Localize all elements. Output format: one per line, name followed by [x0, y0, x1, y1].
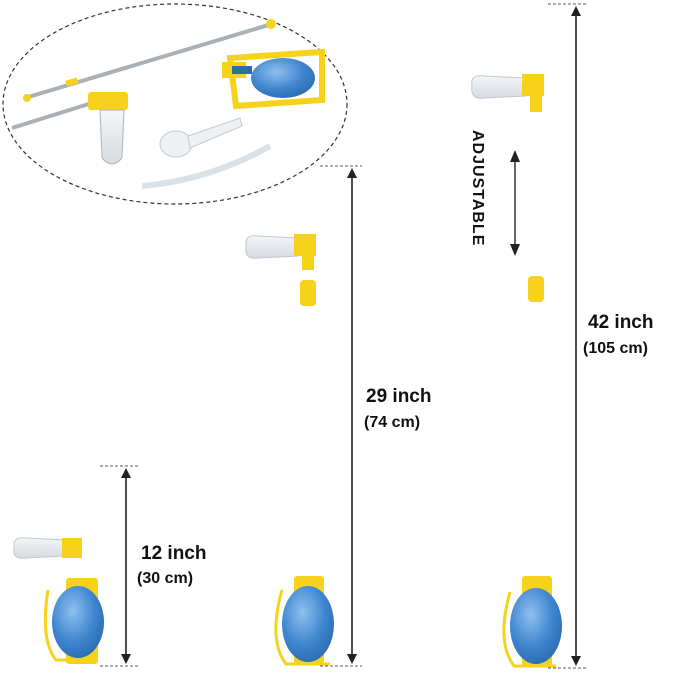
- tool-large: [471, 4, 562, 668]
- tool-small: [13, 470, 104, 664]
- parts-clear-cup: [88, 92, 128, 165]
- parts-dashed-outline: [2, 3, 348, 205]
- medium-length-cm: (74 cm): [364, 414, 421, 431]
- parts-rod-short: [11, 100, 96, 130]
- adjustable-label: ADJUSTABLE: [469, 130, 486, 247]
- medium-length-inch: 29 inch: [366, 386, 432, 407]
- parts-tube: [141, 143, 272, 189]
- small-length-inch: 12 inch: [141, 543, 207, 564]
- small-length-cm: (30 cm): [137, 570, 194, 587]
- parts-pump-bulb: [222, 48, 325, 110]
- parts-rod-long: [24, 22, 273, 100]
- large-length-inch: 42 inch: [588, 312, 654, 333]
- tool-medium: [245, 168, 334, 666]
- large-length-cm: (105 cm): [583, 340, 648, 357]
- parts-scoop: [159, 117, 243, 158]
- dimension-large: [548, 3, 588, 669]
- dimension-medium: [320, 165, 362, 667]
- dimension-small: [100, 465, 140, 667]
- parts-kit-group: [2, 3, 348, 205]
- adjustable-arrow: [510, 150, 520, 256]
